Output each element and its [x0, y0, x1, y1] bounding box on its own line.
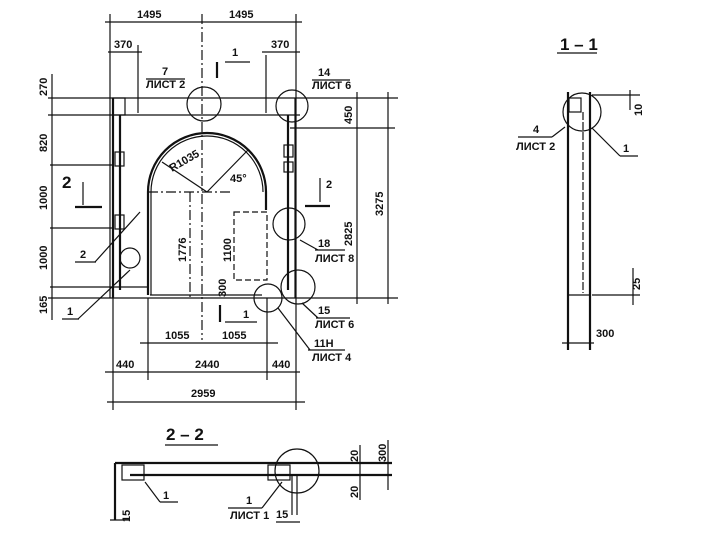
callout-15-sheet: ЛИСТ 6: [315, 319, 354, 331]
dim-370-right: 370: [271, 39, 289, 51]
dim-3275: 3275: [374, 192, 386, 216]
section-mark-1-bottom: 1: [243, 309, 249, 321]
leader-line: [591, 127, 621, 157]
section-2-callout-1-sheet: ЛИСТ 1: [230, 510, 269, 522]
detail-circle-4: [562, 92, 602, 132]
radius-line: [161, 161, 208, 193]
section-1-title: 1 – 1: [560, 35, 598, 54]
leader-line: [144, 481, 161, 503]
callout-1: 1: [67, 306, 73, 318]
dim-300: 300: [217, 279, 229, 297]
section-2-dim-15-left: 15: [121, 510, 133, 522]
angle-label: 45°: [230, 173, 247, 185]
anchor-plate: [114, 151, 125, 167]
anchor-plate: [283, 161, 294, 173]
callout-11n-sheet: ЛИСТ 4: [312, 352, 352, 364]
callout-7-num: 7: [162, 66, 168, 78]
section-2-2: 2 – 2 20 300 20 15 15 1 1 ЛИСТ 1: [110, 425, 392, 523]
section-1-dim-10: 10: [633, 104, 645, 116]
section-1-dim-300: 300: [596, 328, 614, 340]
callout-18-num: 18: [318, 238, 330, 250]
leader-line: [77, 269, 131, 320]
dim-165: 165: [38, 296, 50, 314]
callout-2: 2: [80, 249, 86, 261]
detail-circle-15: [280, 269, 316, 305]
dim-1055-left: 1055: [165, 330, 189, 342]
dim-1495-right: 1495: [229, 9, 253, 21]
dim-370-left: 370: [114, 39, 132, 51]
leader-line: [261, 481, 283, 509]
section-1-callout-4-sheet: ЛИСТ 2: [516, 141, 555, 153]
section-2-title: 2 – 2: [166, 425, 204, 444]
leader-line: [551, 126, 566, 138]
dim-1000-upper: 1000: [38, 186, 50, 210]
dim-1000-lower: 1000: [38, 246, 50, 270]
section-2-callout-1-sheet-num: 1: [246, 495, 252, 507]
anchor-plate: [114, 214, 125, 230]
callout-18-sheet: ЛИСТ 8: [315, 253, 354, 265]
dim-820: 820: [38, 134, 50, 152]
dim-2440: 2440: [195, 359, 219, 371]
callout-14-sheet: ЛИСТ 6: [312, 80, 351, 92]
callout-14-num: 14: [318, 67, 331, 79]
section-2-dim-15-right: 15: [276, 509, 288, 521]
section-2-dim-300: 300: [377, 444, 389, 462]
angle-line: [206, 149, 249, 193]
dim-440-right: 440: [272, 359, 290, 371]
dim-2825: 2825: [343, 222, 355, 246]
section-1-dim-25: 25: [631, 278, 643, 290]
radius-label: R1035: [168, 148, 202, 175]
dim-1776: 1776: [177, 238, 189, 262]
detail-circle-14: [275, 89, 309, 123]
dim-440-left: 440: [116, 359, 134, 371]
section-mark-2-right: 2: [326, 179, 332, 191]
dim-2959: 2959: [191, 388, 215, 400]
section-1-callout-1: 1: [623, 143, 629, 155]
arch-inner: [150, 135, 264, 295]
leader-line: [301, 302, 319, 319]
door-outline: [233, 211, 268, 281]
dim-1100: 1100: [222, 238, 234, 262]
section-2-dim-20-top: 20: [349, 450, 361, 462]
dim-270: 270: [38, 78, 50, 96]
section-mark-1-top: 1: [232, 47, 238, 59]
left-block: [121, 464, 145, 481]
dim-1495-left: 1495: [137, 9, 161, 21]
detail-circle-left: [119, 247, 141, 269]
dim-450: 450: [343, 106, 355, 124]
section-2-dim-20-bottom: 20: [349, 486, 361, 498]
section-mark-2-left: 2: [62, 173, 71, 192]
section-2-callout-1: 1: [163, 490, 169, 502]
elevation-view: 1495 1495 370 370 R1035 45° 1: [38, 9, 398, 410]
callout-7-sheet: ЛИСТ 2: [146, 79, 185, 91]
section-1-callout-4-num: 4: [533, 124, 540, 136]
detail-circle-11n: [253, 283, 283, 313]
leader-line: [94, 211, 141, 263]
leader-line: [277, 307, 311, 351]
detail-circle-18: [272, 207, 306, 241]
section-1-1: 1 – 1 10 25 300 4 ЛИСТ 2 1: [516, 35, 645, 350]
top-block: [568, 97, 582, 113]
callout-15-num: 15: [318, 305, 330, 317]
corner-block: [112, 97, 126, 116]
leader-line: [299, 239, 319, 251]
anchor-plate: [283, 144, 294, 158]
dim-1055-right: 1055: [222, 330, 246, 342]
callout-11n-num: 11Н: [314, 338, 334, 350]
right-block: [267, 464, 291, 481]
detail-circle-7: [186, 86, 222, 122]
arch-opening: [146, 131, 268, 295]
